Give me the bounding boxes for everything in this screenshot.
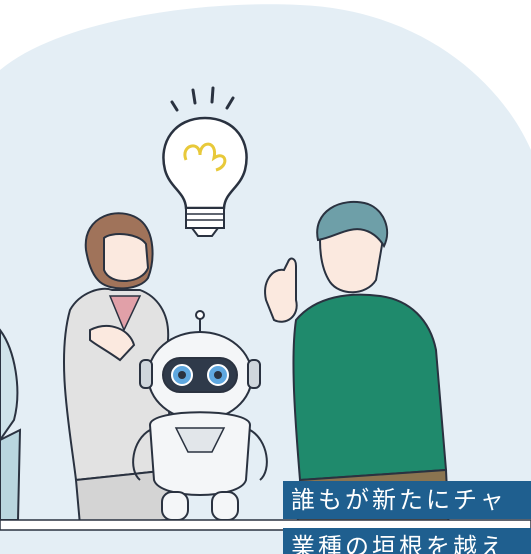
idea-rays-icon bbox=[170, 86, 235, 112]
lightbulb-icon bbox=[162, 116, 248, 237]
woman-figure bbox=[63, 212, 172, 527]
robot-figure bbox=[132, 310, 268, 521]
hero-caption-line2: 業種の垣根を越え bbox=[283, 528, 531, 554]
table-surface bbox=[0, 519, 531, 531]
hero-caption-line1: 誰もが新たにチャ bbox=[283, 481, 531, 519]
